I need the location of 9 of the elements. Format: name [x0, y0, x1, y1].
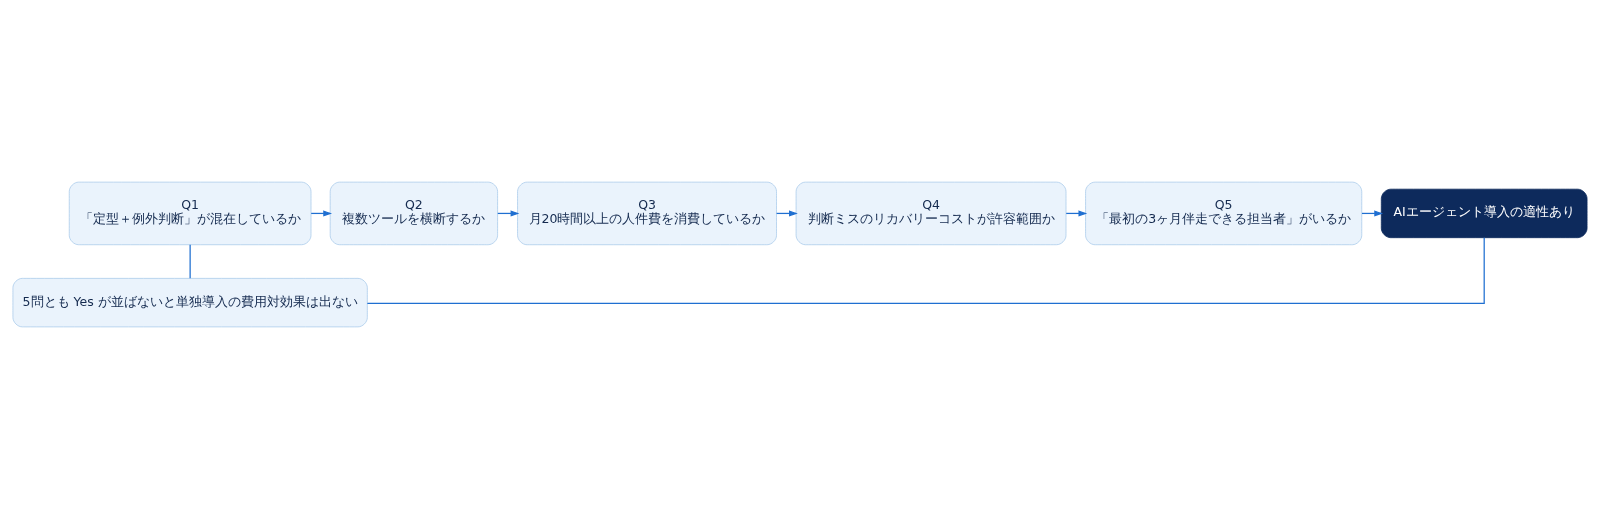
node-box: Q1 「定型＋例外判断」が混在しているか: [68, 181, 312, 246]
node-box: Q4 判断ミスのリカバリーコストが許容範囲か: [795, 181, 1067, 246]
node-box: Q2 複数ツールを横断するか: [329, 181, 498, 246]
node-box: Q3 月20時間以上の人件費を消費しているか: [517, 181, 777, 246]
node-box: Q5 「最初の3ヶ月伴走できる担当者」がいるか: [1085, 181, 1363, 246]
connector: [366, 237, 1485, 305]
node-box: AIエージェント導入の適性あり: [1380, 188, 1588, 239]
node-box: 5問とも Yes が並ばないと単独導入の費用対効果は出ない: [12, 277, 368, 328]
connector: [189, 244, 191, 279]
